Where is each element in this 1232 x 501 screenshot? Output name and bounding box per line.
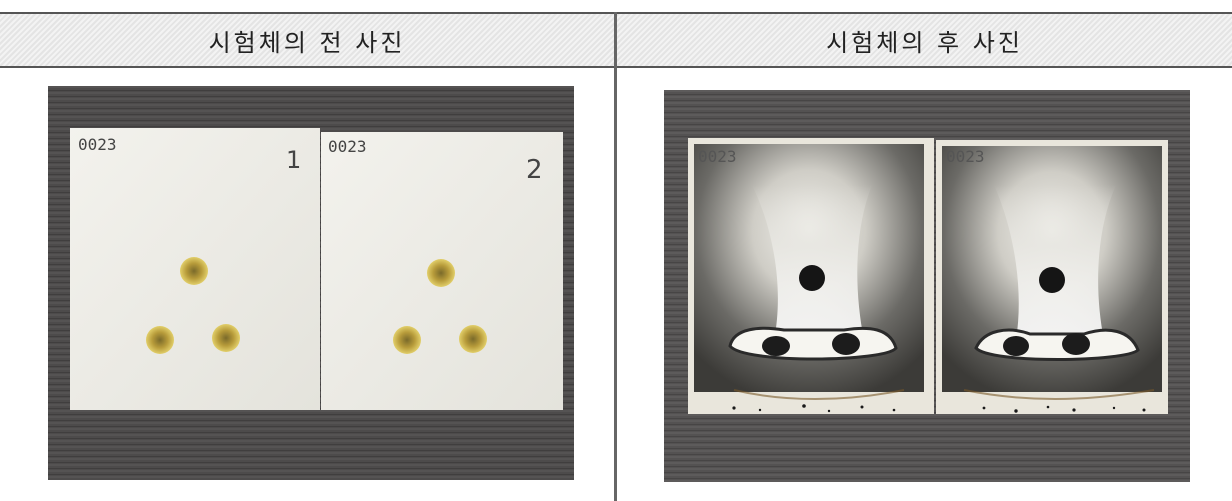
ash-debris xyxy=(732,404,1146,413)
hole xyxy=(393,326,421,354)
panel-1-id: 0023 xyxy=(78,135,117,154)
burn-hole xyxy=(1039,267,1065,293)
burn-hole xyxy=(799,265,825,291)
photo-before-svg: 0023 1 0023 2 xyxy=(48,86,574,480)
photo-specimen-before: 0023 1 0023 2 xyxy=(48,86,574,480)
hole xyxy=(427,259,455,287)
photo-specimen-after: 0023 0023 xyxy=(664,90,1190,482)
panel-2-number: 2 xyxy=(526,155,543,185)
header-before-photo: 시험체의 전 사진 xyxy=(0,12,614,68)
specimen-panel-2: 0023 2 xyxy=(321,132,563,410)
header-after-photo: 시험체의 후 사진 xyxy=(617,12,1232,68)
burned-panel-2: 0023 xyxy=(936,140,1168,414)
hole xyxy=(459,325,487,353)
hole xyxy=(180,257,208,285)
hole xyxy=(212,324,240,352)
hole xyxy=(146,326,174,354)
column-divider xyxy=(614,12,617,501)
panel-1-number: 1 xyxy=(286,146,301,174)
header-before-label: 시험체의 전 사진 xyxy=(208,28,406,57)
after-panel-2-id: 0023 xyxy=(946,147,985,166)
after-panel-1-id: 0023 xyxy=(698,147,737,166)
photo-after-svg: 0023 0023 xyxy=(664,90,1190,482)
burned-panel-1: 0023 xyxy=(688,138,934,414)
specimen-panel-1: 0023 1 xyxy=(70,128,320,410)
header-after-label: 시험체의 후 사진 xyxy=(826,28,1023,57)
panel-2-id: 0023 xyxy=(328,137,367,156)
